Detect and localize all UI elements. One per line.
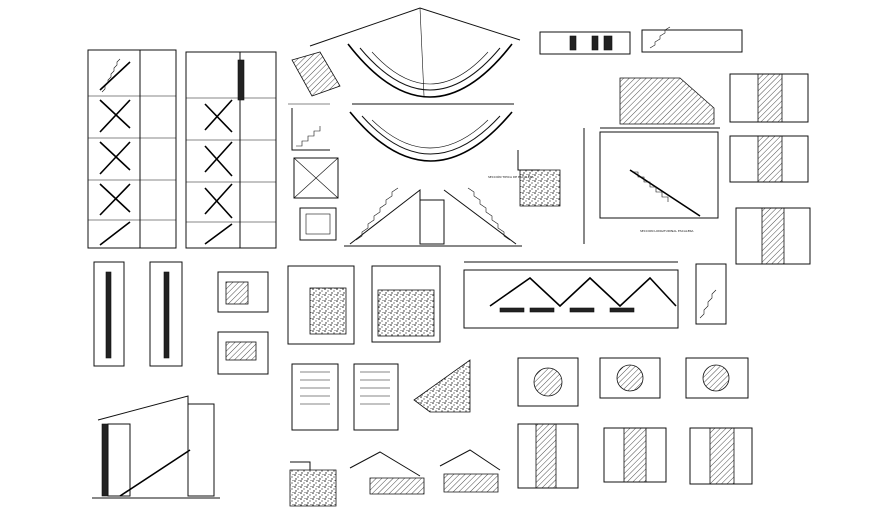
bottom-stair-plans: [291, 359, 471, 431]
spiral-stair-plans: [517, 357, 749, 407]
stair-section-a: [87, 49, 177, 249]
bottom-right-plans: [517, 423, 753, 489]
stair-details-column: [288, 51, 341, 241]
right-stair-plans: [729, 73, 811, 265]
note-longitudinal-section: SECCION LONGITUDINAL ESCALERA: [640, 229, 694, 233]
stair-section-b: [185, 51, 277, 249]
building-stair-section: [92, 395, 220, 499]
top-elevation-strips: [539, 26, 743, 55]
railing-detail: [695, 263, 727, 325]
landing-slab-details: [287, 265, 441, 345]
note-typical-section: SECCIÓN TIPICA DE ESCALERA: [488, 174, 535, 179]
typical-section-detail: SECCIÓN TIPICA DE ESCALERA: [488, 150, 561, 207]
symmetric-stair-elevation: [344, 187, 522, 247]
narrow-stair-sections: [93, 261, 183, 367]
curved-stair-plan: [309, 7, 521, 162]
long-stair-section: [463, 261, 679, 329]
step-nosing-details: [289, 449, 501, 507]
stair-section-c: SECCION LONGITUDINAL ESCALERA: [583, 77, 720, 244]
small-stair-plans: [217, 271, 269, 375]
